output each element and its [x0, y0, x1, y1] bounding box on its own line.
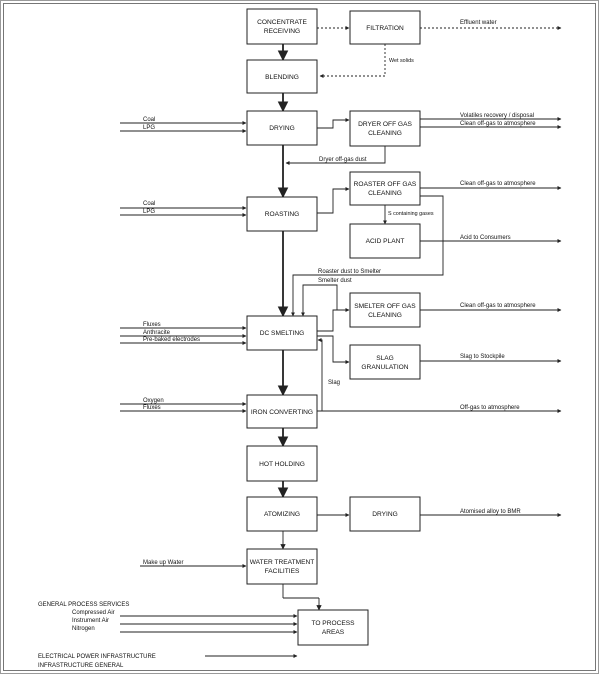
label-roaster-dust: Roaster dust to Smelter	[318, 269, 381, 275]
dryer-gas-line2: CLEANING	[368, 130, 402, 137]
process-areas-line1: TO PROCESS	[311, 620, 355, 627]
hot-holding-label: HOT HOLDING	[259, 461, 305, 468]
roaster-gas-line2: CLEANING	[368, 190, 402, 197]
label-lpg-1: LPG	[143, 125, 155, 131]
label-oxygen: Oxygen	[143, 398, 164, 404]
drying-2-label: DRYING	[372, 511, 398, 518]
slag-granulation-line2: GRANULATION	[361, 364, 408, 371]
label-fluxes-2: Fluxes	[143, 405, 161, 411]
label-makeup-water: Make up Water	[143, 560, 183, 566]
label-slag: Slag	[328, 380, 340, 386]
label-s-gases: S containing gases	[388, 211, 434, 217]
label-power-1: ELECTRICAL POWER INFRASTRUCTURE	[38, 654, 156, 660]
dc-smelting-label: DC SMELTING	[260, 330, 305, 337]
label-nitrogen: Nitrogen	[72, 626, 95, 632]
process-areas-box: TO PROCESS AREAS	[297, 609, 369, 646]
label-instrument-air: Instrument Air	[72, 618, 109, 624]
inner-frame	[3, 3, 596, 671]
dryer-off-gas-cleaning-box: DRYER OFF GAS CLEANING	[349, 110, 421, 147]
label-lpg-2: LPG	[143, 209, 155, 215]
flow-labels: Effluent water Wet solids Coal LPG Volat…	[38, 20, 536, 669]
roasting-box: ROASTING	[246, 196, 318, 232]
blending-label: BLENDING	[265, 74, 299, 81]
filtration-label: FILTRATION	[366, 25, 404, 32]
label-clean-smelter: Clean off-gas to atmosphere	[460, 303, 536, 309]
roaster-off-gas-cleaning-box: ROASTER OFF GAS CLEANING	[349, 171, 421, 206]
label-anthracite: Anthracite	[143, 330, 171, 336]
label-acid-consumers: Acid to Consumers	[460, 235, 511, 241]
slag-granulation-box: SLAG GRANULATION	[349, 344, 421, 380]
water-treatment-line1: WATER TREATMENT	[250, 559, 315, 566]
concentrate-receiving-line2: RECEIVING	[264, 28, 300, 35]
filtration-box: FILTRATION	[349, 10, 421, 45]
label-smelter-dust: Smelter dust	[318, 278, 352, 284]
atomizing-box: ATOMIZING	[246, 496, 318, 532]
concentrate-receiving-box: CONCENTRATE RECEIVING	[246, 8, 318, 45]
concentrate-receiving-line1: CONCENTRATE	[257, 19, 307, 26]
iron-converting-box: IRON CONVERTING	[246, 394, 318, 429]
label-fluxes-1: Fluxes	[143, 322, 161, 328]
label-clean-roaster: Clean off-gas to atmosphere	[460, 181, 536, 187]
drying-box: DRYING	[246, 110, 318, 146]
label-general-services: GENERAL PROCESS SERVICES	[38, 602, 129, 608]
water-treatment-box: WATER TREATMENT FACILITIES	[246, 548, 318, 585]
hot-holding-box: HOT HOLDING	[246, 445, 318, 482]
slag-granulation-line1: SLAG	[376, 355, 394, 362]
label-coal-2: Coal	[143, 201, 155, 207]
smelter-off-gas-cleaning-box: SMELTER OFF GAS CLEANING	[349, 292, 421, 328]
acid-plant-label: ACID PLANT	[366, 238, 405, 245]
drying-2-box: DRYING	[349, 496, 421, 532]
label-power-2: INFRASTRUCTURE GENERAL	[38, 663, 124, 669]
label-volatiles: Volatiles recovery / disposal	[460, 113, 534, 119]
blending-box: BLENDING	[246, 59, 318, 94]
water-treatment-line2: FACILITIES	[265, 568, 300, 575]
label-alloy-bmr: Atomised alloy to BMR	[460, 509, 521, 515]
label-wet-solids: Wet solids	[389, 58, 414, 64]
connectors	[120, 25, 562, 659]
dryer-gas-line1: DRYER OFF GAS	[358, 121, 412, 128]
drying-label: DRYING	[269, 125, 295, 132]
roaster-gas-line1: ROASTER OFF GAS	[354, 181, 417, 188]
iron-converting-label: IRON CONVERTING	[251, 409, 313, 416]
label-slag-stockpile: Slag to Stockpile	[460, 354, 505, 360]
process-areas-line2: AREAS	[322, 629, 345, 636]
dc-smelting-box: DC SMELTING	[246, 315, 318, 351]
smelter-gas-line1: SMELTER OFF GAS	[354, 303, 416, 310]
label-coal-1: Coal	[143, 117, 155, 123]
label-clean-dryer: Clean off-gas to atmosphere	[460, 121, 536, 127]
label-effluent-water: Effluent water	[460, 20, 497, 26]
label-dryer-dust: Dryer off-gas dust	[319, 157, 367, 163]
label-electrodes: Pre-baked electrodes	[143, 337, 200, 343]
roasting-label: ROASTING	[265, 211, 299, 218]
label-compressed-air: Compressed Air	[72, 610, 115, 616]
atomizing-label: ATOMIZING	[264, 511, 300, 518]
acid-plant-box: ACID PLANT	[349, 223, 421, 259]
smelter-gas-line2: CLEANING	[368, 312, 402, 319]
label-offgas-atm: Off-gas to atmosphere	[460, 405, 520, 411]
